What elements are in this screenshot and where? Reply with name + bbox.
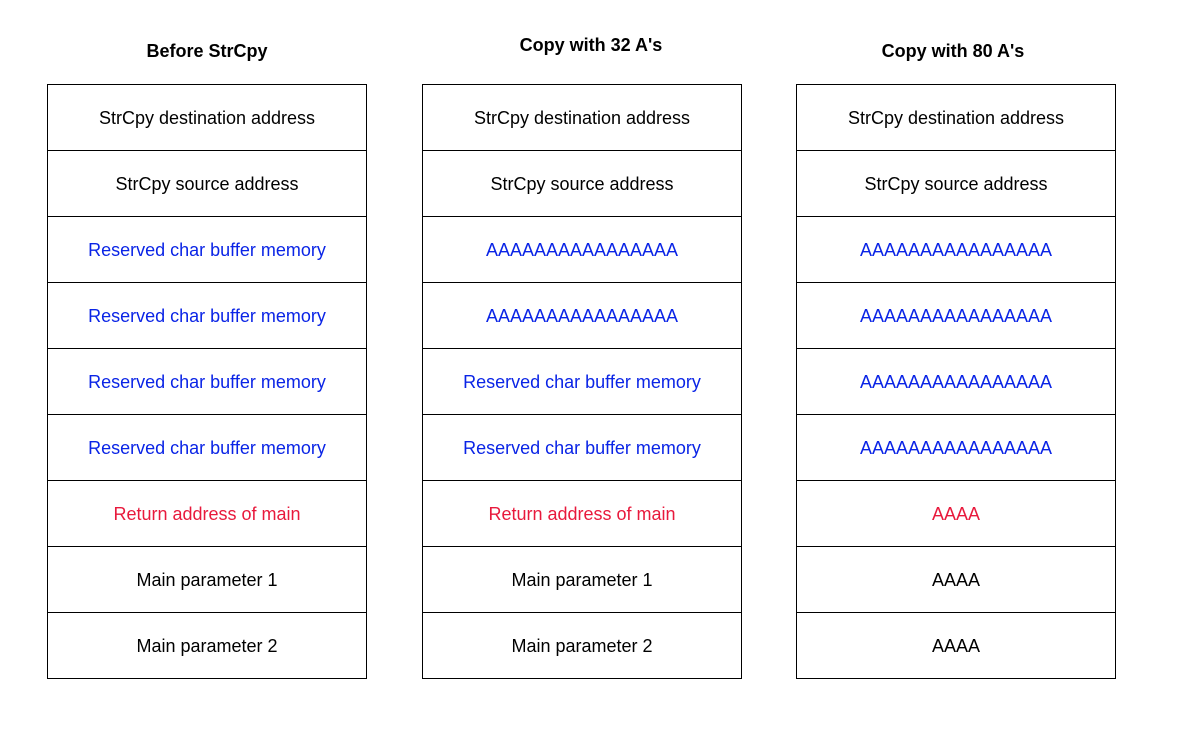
stack-cell-dest-address: StrCpy destination address xyxy=(48,85,366,151)
stack-cell-buffer-3: AAAAAAAAAAAAAAAA xyxy=(797,349,1115,415)
stack-cell-buffer-4: Reserved char buffer memory xyxy=(423,415,741,481)
stack-title-copy-32: Copy with 32 A's xyxy=(519,35,663,55)
stack-cell-buffer-1: Reserved char buffer memory xyxy=(48,217,366,283)
stack-title-before-strcpy: Before StrCpy xyxy=(146,41,268,61)
stack-cell-return-address: Return address of main xyxy=(423,481,741,547)
stack-cell-param-2: Main parameter 2 xyxy=(136,635,278,656)
stack-before-strcpy: StrCpy destination address StrCpy source… xyxy=(47,84,367,679)
stack-cell-buffer-3: Reserved char buffer memory xyxy=(48,349,366,415)
stack-cell-source-address: StrCpy source address xyxy=(797,151,1115,217)
stack-title-copy-80: Copy with 80 A's xyxy=(881,41,1025,61)
stack-copy-32: StrCpy destination address StrCpy source… xyxy=(422,84,742,679)
stack-cell-source-address: StrCpy source address xyxy=(48,151,366,217)
stack-cell-dest-address: StrCpy destination address xyxy=(423,85,741,151)
stack-cell-buffer-4: Reserved char buffer memory xyxy=(48,415,366,481)
stack-cell-source-address: StrCpy source address xyxy=(423,151,741,217)
stack-cell-buffer-2: AAAAAAAAAAAAAAAA xyxy=(797,283,1115,349)
stack-cell-param-1: Main parameter 1 xyxy=(423,547,741,613)
stack-cell-param-1: AAAA xyxy=(797,547,1115,613)
stack-cell-return-address: AAAA xyxy=(797,481,1115,547)
stack-cell-buffer-1: AAAAAAAAAAAAAAAA xyxy=(423,217,741,283)
stack-cell-param-2: Main parameter 2 xyxy=(511,635,653,656)
stack-cell-buffer-4: AAAAAAAAAAAAAAAA xyxy=(797,415,1115,481)
stack-cell-buffer-1: AAAAAAAAAAAAAAAA xyxy=(797,217,1115,283)
stack-copy-80: StrCpy destination address StrCpy source… xyxy=(796,84,1116,679)
stack-cell-buffer-2: Reserved char buffer memory xyxy=(48,283,366,349)
stack-cell-param-2: AAAA xyxy=(931,635,981,656)
stack-cell-return-address: Return address of main xyxy=(48,481,366,547)
stack-cell-buffer-3: Reserved char buffer memory xyxy=(423,349,741,415)
stack-cell-dest-address: StrCpy destination address xyxy=(797,85,1115,151)
stack-cell-param-1: Main parameter 1 xyxy=(48,547,366,613)
stack-cell-buffer-2: AAAAAAAAAAAAAAAA xyxy=(423,283,741,349)
